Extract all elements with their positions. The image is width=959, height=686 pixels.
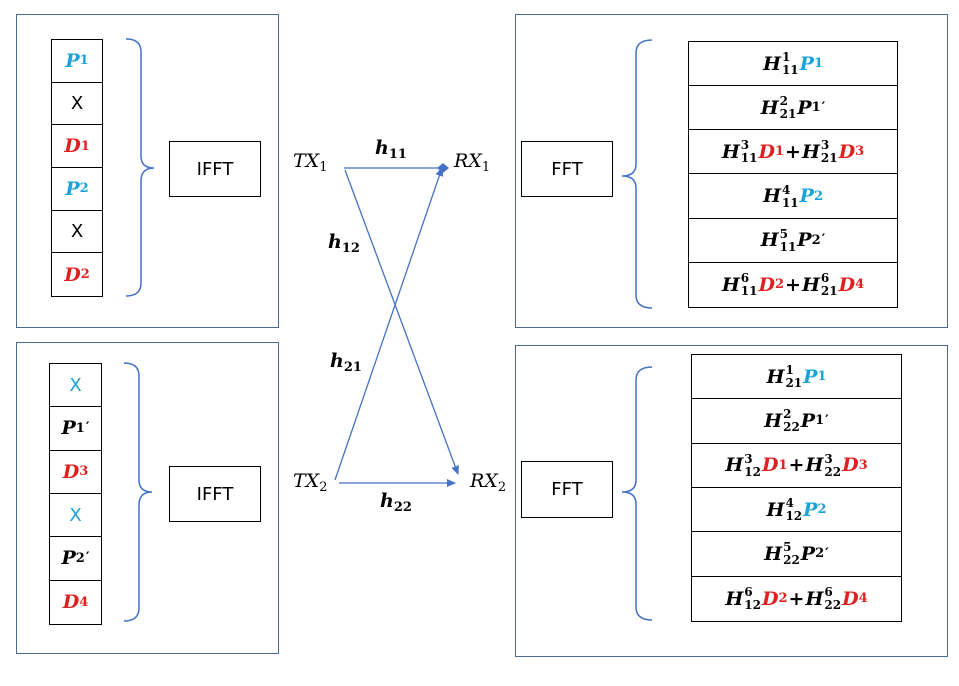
rx1-brace [621, 39, 653, 309]
tx2-brace [123, 362, 153, 622]
tx1-node-label: TX1 [293, 150, 328, 175]
h12-label: h12 [328, 231, 360, 256]
h11-label: h11 [375, 137, 407, 162]
rx1-fft-box: FFT [521, 141, 613, 197]
h12-line [344, 169, 459, 475]
tx1-ifft-box: IFFT [169, 141, 261, 197]
rx2-brace [621, 366, 653, 621]
h22-label: h22 [380, 490, 412, 515]
null-symbol-cell: X [50, 494, 101, 538]
tx2-node-label: TX2 [293, 470, 328, 495]
null-symbol-cell: X [52, 83, 102, 126]
rx1-node-label: RX1 [454, 150, 491, 175]
tx1-panel [16, 14, 279, 328]
tx1-brace [125, 38, 155, 297]
h11-end-diamond [436, 163, 450, 173]
null-symbol-cell: X [50, 364, 101, 408]
rx2-fft-box: FFT [521, 461, 613, 518]
tx2-panel [16, 342, 279, 654]
null-symbol-cell: X [52, 211, 102, 254]
h21-label: h21 [330, 350, 362, 375]
rx1-panel [515, 14, 948, 328]
tx2-ifft-box: IFFT [169, 466, 261, 522]
rx2-panel [515, 345, 948, 657]
h21-line [334, 167, 444, 481]
rx2-node-label: RX2 [470, 470, 507, 495]
